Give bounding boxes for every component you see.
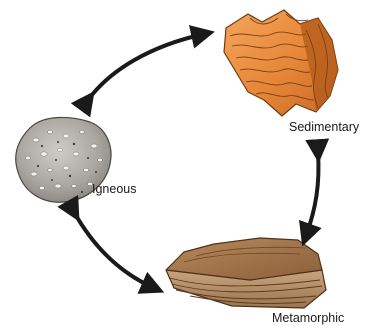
metamorphic-rock-illustration: [166, 238, 326, 308]
arrow-metamorphic-igneous: [74, 212, 154, 288]
sedimentary-label: Sedimentary: [289, 120, 360, 134]
igneous-label: Igneous: [92, 182, 136, 196]
arrow-sedimentary-metamorphic: [306, 152, 319, 236]
sedimentary-rock-illustration: [224, 10, 338, 116]
metamorphic-label: Metamorphic: [272, 311, 344, 325]
arrow-igneous-sedimentary: [88, 34, 204, 100]
